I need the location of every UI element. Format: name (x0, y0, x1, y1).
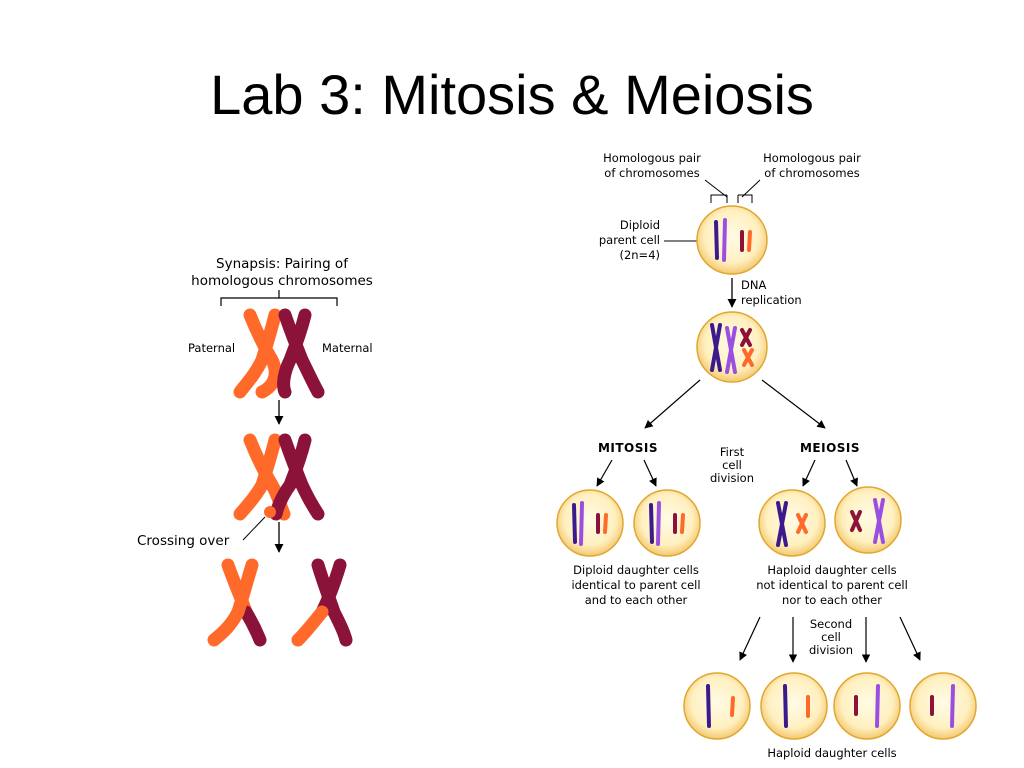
mitosis-daughter-cell-2 (633, 489, 701, 557)
homologous-left-1: Homologous pair (603, 151, 701, 165)
replicated-cell (696, 311, 768, 383)
dna-label-2: replication (741, 293, 802, 307)
first-division-2: cell (722, 458, 742, 472)
diploid-label-1: Diploid (620, 218, 660, 232)
second-division-1: Second (810, 617, 852, 631)
meiosis-caption-1: Haploid daughter cells (767, 563, 896, 577)
haploid-cell-1 (683, 672, 751, 740)
haploid-cell-4 (909, 672, 977, 740)
synapsis-diagram: Synapsis: Pairing of homologous chromoso… (137, 256, 373, 647)
dna-label-1: DNA (741, 278, 766, 292)
haploid-caption: Haploid daughter cells (767, 746, 896, 760)
homologous-right-2: of chromosomes (764, 166, 859, 180)
diploid-label-2: parent cell (599, 233, 660, 247)
mitosis-meiosis-diagram: Homologous pair of chromosomes Homologou… (556, 151, 977, 760)
first-division-3: division (710, 471, 754, 485)
meiosis-caption-2: not identical to parent cell (756, 578, 908, 592)
maternal-label: Maternal (322, 341, 373, 355)
mitosis-daughter-cell-1 (556, 489, 624, 557)
diploid-label-3: (2n=4) (619, 248, 660, 262)
mitosis-caption-1: Diploid daughter cells (573, 563, 699, 577)
page-title: Lab 3: Mitosis & Meiosis (210, 63, 814, 126)
haploid-cell-3 (833, 672, 901, 740)
second-division-2: cell (821, 630, 841, 644)
maternal-chromosome-2 (264, 433, 325, 521)
parent-cell (696, 205, 768, 275)
second-division-3: division (809, 643, 853, 657)
meiosis-daughter-cell-2 (834, 486, 902, 554)
synapsis-label-2: homologous chromosomes (191, 273, 373, 289)
crossing-over-label: Crossing over (137, 533, 230, 549)
meiosis-daughter-cell-1 (758, 489, 826, 557)
mitosis-caption-3: and to each other (585, 593, 688, 607)
synapsis-bracket (220, 297, 338, 306)
mitosis-caption-2: identical to parent cell (571, 578, 700, 592)
haploid-cell-2 (760, 672, 828, 740)
meiosis-caption-3: nor to each other (782, 593, 882, 607)
recombinant-chromosome-1 (207, 558, 267, 647)
recombinant-chromosome-2 (291, 558, 353, 647)
meiosis-label: MEIOSIS (800, 441, 860, 455)
mitosis-label: MITOSIS (598, 441, 658, 455)
homologous-left-2: of chromosomes (604, 166, 699, 180)
first-division-1: First (720, 445, 745, 459)
paternal-chromosome-1 (233, 308, 282, 399)
homologous-right-1: Homologous pair (763, 151, 861, 165)
maternal-chromosome-1 (277, 308, 325, 399)
synapsis-label-1: Synapsis: Pairing of (216, 256, 349, 272)
paternal-label: Paternal (188, 341, 235, 355)
